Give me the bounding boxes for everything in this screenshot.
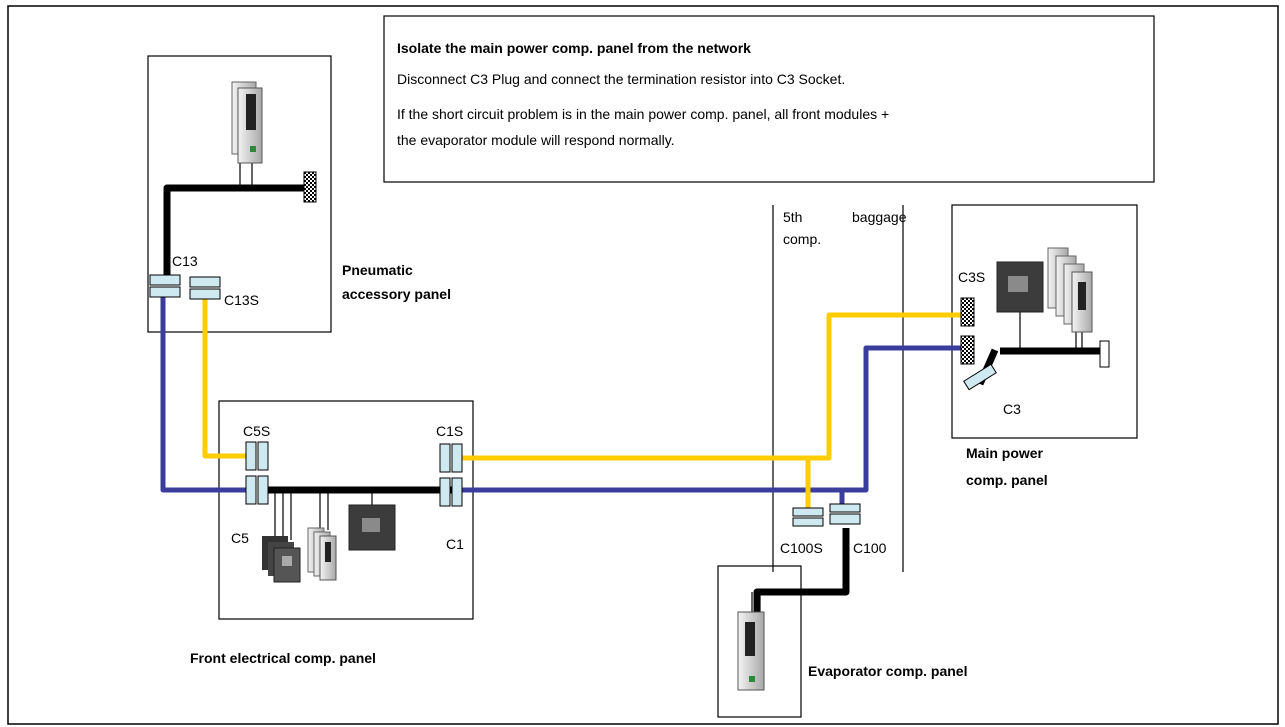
label-c1: C1 <box>446 536 464 552</box>
pneumatic-panel-label-1: Pneumatic <box>342 262 413 278</box>
main-power-module-box <box>997 262 1043 312</box>
front-module-box <box>349 505 395 550</box>
note-line-1: Disconnect C3 Plug and connect the termi… <box>397 71 845 87</box>
main-power-panel-label-1: Main power <box>966 445 1044 461</box>
label-c100: C100 <box>853 540 887 556</box>
instruction-note: Isolate the main power comp. panel from … <box>384 16 1154 182</box>
termination-end <box>1100 341 1109 367</box>
note-title: Isolate the main power comp. panel from … <box>397 40 751 56</box>
termination-resistor-c3s <box>961 298 974 326</box>
baggage-label-2: comp. <box>783 231 821 247</box>
pneumatic-panel-label-2: accessory panel <box>342 286 451 302</box>
note-line-2a: If the short circuit problem is in the m… <box>397 106 889 122</box>
front-panel-label: Front electrical comp. panel <box>190 650 376 666</box>
label-c5: C5 <box>231 530 249 546</box>
evaporator-module <box>738 612 764 690</box>
pneumatic-module <box>232 82 262 163</box>
front-modules-grey <box>308 528 336 580</box>
connector-c100 <box>830 504 860 524</box>
termination-resistor-pneumatic <box>304 172 316 202</box>
baggage-label-word2: baggage <box>852 209 907 225</box>
label-c1s: C1S <box>436 423 463 439</box>
main-power-panel-label-2: comp. panel <box>966 472 1048 488</box>
label-c13: C13 <box>172 253 198 269</box>
label-c3s: C3S <box>958 269 985 285</box>
label-c13s: C13S <box>224 292 259 308</box>
label-c3: C3 <box>1003 401 1021 417</box>
note-line-2b: the evaporator module will respond norma… <box>397 132 675 148</box>
evaporator-panel-label: Evaporator comp. panel <box>808 663 967 679</box>
c3-socket <box>961 336 974 364</box>
label-c5s: C5S <box>243 423 270 439</box>
baggage-label-1: 5th <box>783 209 802 225</box>
label-c100s: C100S <box>780 540 823 556</box>
